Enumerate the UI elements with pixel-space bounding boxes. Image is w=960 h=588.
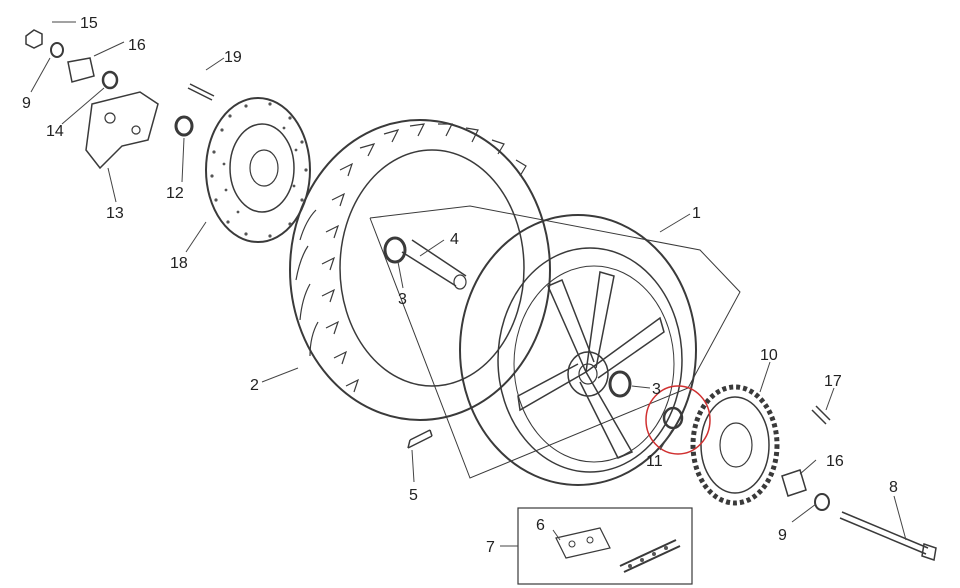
nut-top-left[interactable]	[25, 29, 43, 49]
label-part-2: 2	[250, 377, 259, 394]
bracket-spacer[interactable]	[174, 115, 194, 137]
assembly-outline	[369, 205, 741, 479]
disc-bolt[interactable]	[187, 83, 215, 101]
part-labels: 1 2 3 3 4 5 6 7 8 9 9 10 11 12 13 14 15 …	[22, 15, 898, 556]
label-part-10: 10	[760, 347, 778, 364]
bearing-lower[interactable]	[608, 370, 632, 398]
label-part-16-top: 16	[128, 37, 146, 54]
leader-lines	[30, 21, 907, 547]
label-part-16-bottom: 16	[826, 453, 844, 470]
spacer-tube[interactable]	[401, 239, 467, 290]
slider-block-top[interactable]	[67, 57, 95, 83]
label-part-17: 17	[824, 373, 842, 390]
bearing-upper[interactable]	[383, 236, 407, 264]
wheel-axle[interactable]	[839, 511, 937, 561]
label-part-4: 4	[450, 231, 459, 248]
valve-stem[interactable]	[407, 429, 433, 449]
washer-bottom-right[interactable]	[814, 493, 830, 511]
label-part-7: 7	[486, 539, 495, 556]
label-part-12: 12	[166, 185, 184, 202]
sprocket-spacer[interactable]	[645, 385, 711, 455]
label-part-5: 5	[409, 487, 418, 504]
label-part-3-upper: 3	[398, 291, 407, 308]
tire[interactable]	[289, 119, 551, 421]
label-part-6: 6	[536, 517, 545, 534]
label-part-3-lower: 3	[652, 381, 661, 398]
brake-disc[interactable]	[205, 97, 311, 243]
label-part-11: 11	[646, 453, 663, 470]
bush-top[interactable]	[101, 70, 119, 90]
label-part-1: 1	[692, 205, 701, 222]
slider-block-bottom[interactable]	[781, 469, 807, 497]
label-part-9-top: 9	[22, 95, 31, 112]
label-part-18: 18	[170, 255, 188, 272]
wheel-rim[interactable]	[459, 214, 697, 486]
washer-top-left[interactable]	[50, 42, 64, 58]
label-part-19: 19	[224, 49, 242, 66]
label-part-15: 15	[80, 15, 98, 32]
sprocket-bolt[interactable]	[811, 405, 831, 425]
label-part-8: 8	[889, 479, 898, 496]
caliper-bracket[interactable]	[85, 91, 159, 170]
label-part-13: 13	[106, 205, 124, 222]
sprocket[interactable]	[690, 384, 780, 506]
label-part-9-bottom: 9	[778, 527, 787, 544]
label-part-14: 14	[46, 123, 64, 140]
